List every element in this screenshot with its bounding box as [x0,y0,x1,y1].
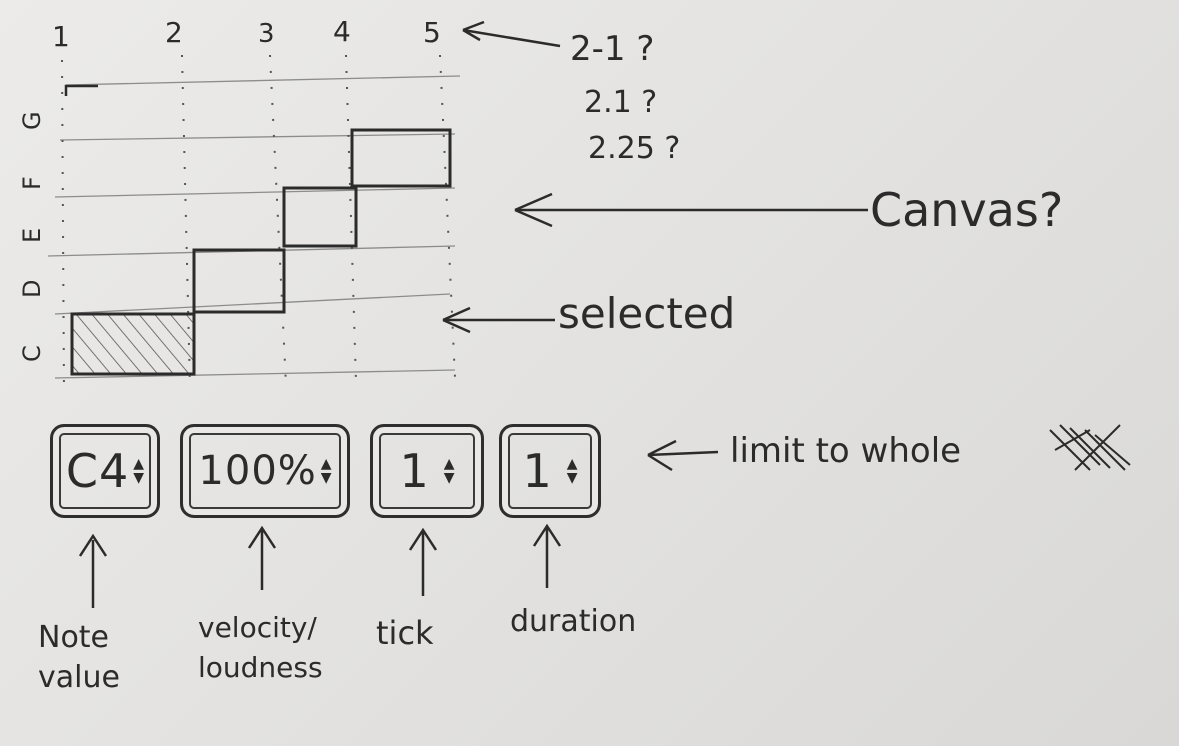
spinner-down-icon[interactable]: ▼ [320,470,332,486]
beat-label: 3 [258,19,275,49]
note-value-spinner[interactable]: C4 ▲ ▼ [50,424,160,518]
grid-corner [64,84,98,96]
spinner-up-icon[interactable]: ▲ [320,456,332,472]
note-block[interactable] [350,128,452,188]
beat-grid-lines [61,54,456,393]
pitch-label: C [18,345,46,362]
duration-spinner[interactable]: 1 ▲ ▼ [499,424,601,518]
note-value[interactable]: C4 [65,444,130,498]
beat-arrow [462,20,561,48]
limit-annotation: limit to whole [730,431,961,471]
duration-value[interactable]: 1 [522,444,553,498]
spinner-arrows[interactable]: ▲ ▼ [321,457,332,485]
tick-label: tick [376,614,434,652]
tick-value[interactable]: 1 [399,444,430,498]
beat-note: 2-1 ? [570,29,654,69]
beat-label: 4 [333,15,351,48]
beat-label: 2 [165,16,183,49]
note-block[interactable] [282,186,358,248]
canvas-annotation: Canvas? [870,183,1063,237]
pitch-label: D [18,280,46,298]
beat-label: 5 [423,16,441,49]
selected-arrow [442,306,555,334]
pitch-label: G [18,111,46,130]
selected-annotation: selected [558,289,735,338]
limit-arrow [647,439,719,472]
velocity-value[interactable]: 100% [198,448,317,494]
spinner-arrows[interactable]: ▲ ▼ [567,457,578,485]
spinner-up-icon[interactable]: ▲ [133,456,145,472]
duration-label: duration [510,604,637,639]
control-pointer-arrows [78,523,562,608]
note-block-selected[interactable] [70,312,196,376]
beat-note: 2.25 ? [588,131,680,166]
beat-label: 1 [52,20,70,53]
spinner-down-icon[interactable]: ▼ [443,470,455,486]
velocity-spinner[interactable]: 100% ▲ ▼ [180,424,350,518]
spinner-arrows[interactable]: ▲ ▼ [444,457,455,485]
beat-note: 2.1 ? [584,85,657,120]
spinner-arrows[interactable]: ▲ ▼ [133,457,144,485]
spinner-down-icon[interactable]: ▼ [133,470,145,486]
spinner-down-icon[interactable]: ▼ [566,470,578,486]
scribble [1049,424,1131,471]
spinner-up-icon[interactable]: ▲ [443,456,455,472]
tick-spinner[interactable]: 1 ▲ ▼ [370,424,484,518]
velocity-label: velocity/ loudness [198,611,323,684]
note-value-label: Note value [38,620,120,695]
canvas-arrow [514,192,868,228]
spinner-up-icon[interactable]: ▲ [566,456,578,472]
pitch-label: F [18,176,46,190]
pitch-label: E [18,228,46,243]
note-block[interactable] [192,248,286,314]
